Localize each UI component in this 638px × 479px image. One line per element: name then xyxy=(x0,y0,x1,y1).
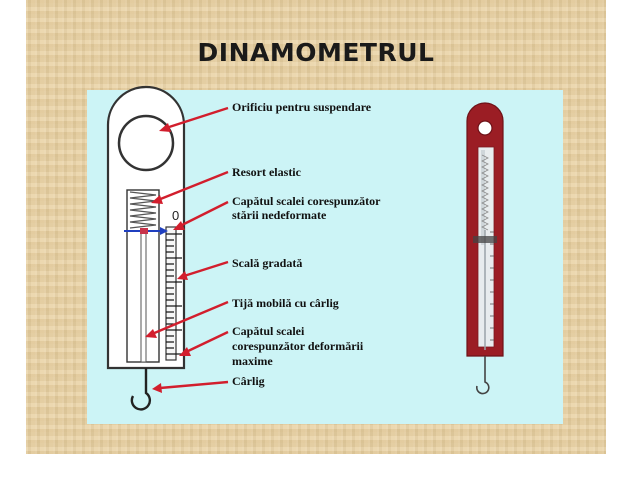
label-scale-end-3: maxime xyxy=(232,354,273,368)
label-scale-end-1: Capătul scalei xyxy=(232,324,305,338)
label-arrows xyxy=(145,106,229,393)
elastic-spring xyxy=(129,191,157,229)
graded-scale xyxy=(165,226,182,361)
label-graded-scale: Scală gradată xyxy=(232,256,303,270)
mobile-rod xyxy=(140,231,147,363)
label-scale-start-2: stării nedeformate xyxy=(232,208,327,222)
suspension-hole xyxy=(117,114,175,172)
real-suspension-hole xyxy=(477,120,493,136)
label-mobile-rod: Tijă mobilă cu cârlig xyxy=(232,296,339,310)
label-scale-end-2: corespunzător deformării xyxy=(232,339,364,353)
zero-pointer xyxy=(124,227,168,235)
real-hook xyxy=(476,356,490,395)
scale-zero-mark: 0 xyxy=(172,208,180,223)
schematic-dynamometer xyxy=(106,85,186,411)
slide-title: DINAMOMETRUL xyxy=(197,38,435,67)
real-dynamometer xyxy=(466,102,504,395)
label-hook: Cârlig xyxy=(232,374,265,388)
label-elastic-spring: Resort elastic xyxy=(232,165,301,179)
label-scale-start-1: Capătul scalei corespunzător xyxy=(232,194,381,208)
hook xyxy=(130,368,151,411)
label-suspension-hole: Orificiu pentru suspendare xyxy=(232,100,372,114)
